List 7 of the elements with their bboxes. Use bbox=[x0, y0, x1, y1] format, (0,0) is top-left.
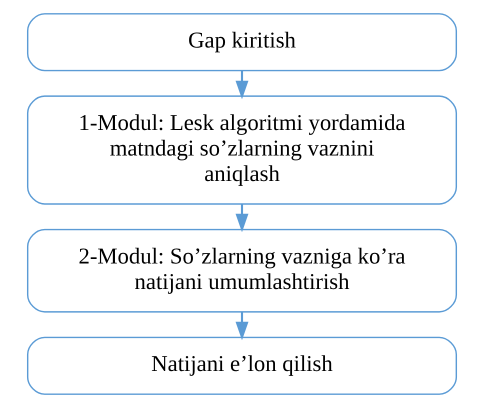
arrow bbox=[235, 312, 248, 340]
node-box: 1-Modul: Lesk algoritmi yordamida matndagi so’zlarning vaznini aniqlash bbox=[26, 95, 457, 205]
arrow bbox=[235, 70, 248, 100]
node-box: Natijani e’lon qilish bbox=[26, 336, 457, 395]
arrow bbox=[235, 204, 248, 232]
node-box: Gap kiritish bbox=[26, 13, 457, 72]
node-box: 2-Modul: So’zlarning vazniga ko’ra natijani umumlashtirish bbox=[26, 228, 457, 313]
